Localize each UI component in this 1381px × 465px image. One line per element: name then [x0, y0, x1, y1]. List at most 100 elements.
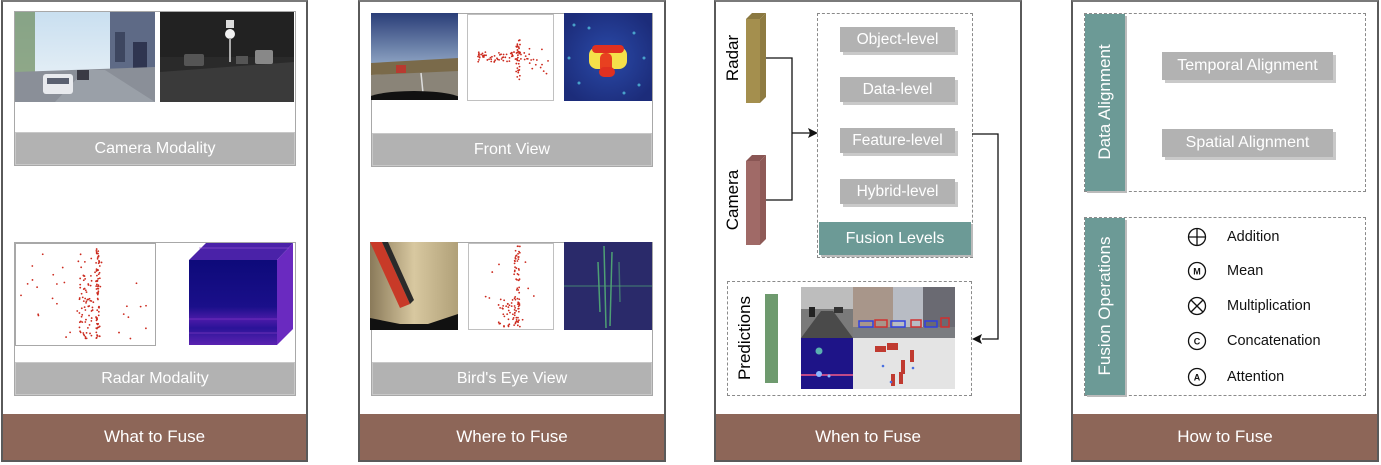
- addition-icon: [1187, 227, 1207, 247]
- radar-point: [501, 56, 504, 59]
- radar-point: [85, 331, 88, 334]
- operation-addition: Addition: [1187, 226, 1279, 248]
- radar-point: [129, 337, 132, 340]
- radar-point: [507, 325, 510, 328]
- radar-point: [516, 279, 518, 281]
- radar-point: [514, 257, 517, 260]
- radar-point: [95, 248, 98, 250]
- radar-point: [514, 266, 516, 268]
- radar-point: [89, 284, 92, 287]
- radar-point: [84, 297, 87, 300]
- radar-point: [86, 298, 89, 301]
- radar-point: [95, 285, 98, 288]
- radar-point: [478, 58, 480, 61]
- data-alignment-title-bar: [1085, 14, 1125, 191]
- radar-point: [535, 59, 538, 61]
- radar-point: [135, 282, 138, 285]
- radar-point: [95, 319, 98, 322]
- radar-point: [502, 59, 505, 62]
- radar-point: [516, 43, 519, 46]
- radar-point: [518, 39, 521, 41]
- radar-point: [528, 53, 531, 56]
- radar-point: [97, 314, 100, 317]
- radar-point: [98, 305, 100, 308]
- radar-point: [517, 50, 520, 53]
- fusion-levels-title: Fusion Levels: [819, 222, 971, 255]
- radar-point: [516, 272, 519, 275]
- radar-point: [513, 51, 515, 53]
- radar-point: [518, 291, 521, 294]
- radar-point: [531, 67, 534, 70]
- radar-point: [518, 78, 521, 81]
- radar-point: [498, 263, 500, 266]
- radar-point: [514, 321, 517, 324]
- radar-input-label: Radar: [723, 34, 742, 82]
- camera-input-block: [746, 155, 766, 245]
- radar-point: [91, 306, 94, 309]
- radar-point: [95, 262, 97, 264]
- spatial-alignment-label: Spatial Alignment: [1162, 129, 1333, 157]
- radar-point: [505, 305, 508, 308]
- radar-point: [528, 62, 531, 64]
- radar-point: [95, 249, 98, 252]
- radar-point: [517, 71, 520, 74]
- radar-point: [488, 58, 490, 61]
- input-connectors: [766, 57, 818, 201]
- radar-point: [498, 59, 500, 61]
- radar-point: [488, 297, 491, 299]
- radar-point: [508, 57, 511, 59]
- radar-point: [97, 277, 100, 280]
- radar-point: [517, 62, 520, 65]
- radar-point: [497, 304, 500, 306]
- radar-point: [505, 53, 508, 56]
- radar-point: [490, 60, 493, 63]
- radar-point: [521, 318, 524, 321]
- radar-point: [82, 300, 85, 303]
- radar-point: [498, 52, 500, 54]
- radar-point: [518, 59, 520, 62]
- radar-point: [84, 335, 87, 338]
- svg-text:A: A: [1194, 372, 1201, 382]
- camera-modality-label: Camera Modality: [15, 132, 295, 165]
- radar-point: [98, 271, 101, 274]
- radar-point: [90, 274, 92, 277]
- radar-point: [506, 303, 509, 305]
- radar-point: [542, 70, 545, 73]
- radar-point: [96, 335, 99, 337]
- radar-point: [517, 252, 519, 255]
- radar-point: [532, 295, 535, 297]
- radar-point-cloud-scatter: [15, 243, 156, 346]
- radar-point: [517, 289, 520, 291]
- radar-point: [510, 52, 513, 55]
- radar-point: [515, 289, 518, 291]
- radar-point: [518, 52, 521, 55]
- radar-point: [516, 303, 519, 306]
- radar-point: [498, 53, 501, 56]
- radar-point: [500, 58, 503, 60]
- radar-point: [81, 313, 84, 316]
- radar-point: [515, 45, 518, 48]
- radar-point: [486, 59, 489, 61]
- radar-point: [97, 285, 99, 288]
- radar-point: [97, 287, 100, 290]
- radar-point: [517, 256, 520, 258]
- bev-radar-heatmap: [564, 242, 652, 330]
- radar-point: [516, 287, 519, 290]
- radar-point: [87, 284, 90, 286]
- radar-point: [96, 274, 98, 277]
- radar-point: [82, 279, 85, 282]
- radar-point: [76, 310, 79, 312]
- radar-point: [513, 269, 516, 272]
- radar-point: [518, 298, 521, 301]
- radar-point: [94, 271, 96, 274]
- radar-point: [511, 55, 514, 57]
- radar-point: [477, 51, 480, 54]
- radar-point: [518, 278, 521, 280]
- operation-label: Concatenation: [1227, 333, 1321, 349]
- radar-point: [499, 298, 502, 301]
- radar-point: [514, 298, 517, 301]
- radar-point: [31, 279, 34, 281]
- camera-input-label: Camera: [723, 169, 742, 231]
- fusion-operations-title: Fusion Operations: [1095, 236, 1114, 376]
- radar-point: [527, 287, 530, 290]
